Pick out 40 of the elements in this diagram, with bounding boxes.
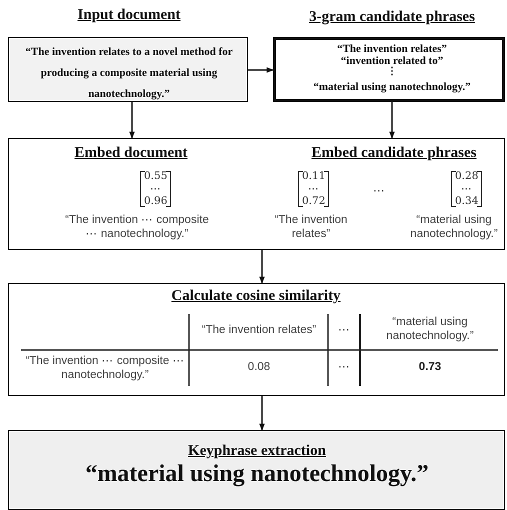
column-header: “material using nanotechnology.”	[385, 315, 475, 343]
keyphrase-result-panel	[8, 430, 505, 510]
ellipsis: ⋯	[461, 184, 472, 194]
vector-value: 0.72	[302, 196, 326, 207]
arrow	[129, 102, 135, 139]
candidate-phrase: “The invention relates”	[336, 43, 448, 56]
vector-value: 0.28	[455, 171, 478, 182]
ellipsis: ⋯	[337, 360, 351, 374]
section-heading: Input document	[76, 7, 182, 24]
phrase-caption: “The invention relates”	[274, 213, 348, 241]
column-header: “The invention relates”	[200, 323, 318, 337]
row-header: “The invention ⋯ composite ⋯ nanotechnology.”	[24, 354, 186, 382]
ellipsis: ⋯	[308, 184, 320, 194]
vector-value: 0.55	[144, 171, 168, 182]
candidate-phrase: “invention related to”	[340, 55, 444, 67]
embedding-panel	[8, 138, 505, 250]
arrow	[389, 102, 395, 139]
document-text: “The invention relates to a novel method for producing a composite material using nanotechnology.”	[24, 45, 234, 102]
ellipsis: ⋯	[337, 323, 351, 337]
vector-value: 0.96	[144, 196, 168, 207]
ellipsis: ⋯	[150, 184, 162, 194]
keyphrase-text: “material using nanotechnology.”	[84, 461, 430, 488]
vertical-ellipsis: ⋮	[386, 67, 398, 77]
arrow	[259, 396, 265, 431]
section-heading: Embed document	[74, 145, 188, 162]
candidate-phrase: “material using nanotechnology.”	[312, 81, 472, 94]
table-value: 0.73	[418, 360, 442, 374]
section-heading: 3-gram candidate phrases	[308, 9, 476, 26]
section-heading: Keyphrase extraction	[187, 443, 327, 460]
ellipsis: ⋯	[372, 184, 386, 198]
table-value: 0.08	[246, 360, 272, 374]
similarity-panel	[8, 283, 505, 396]
vector-value: 0.34	[455, 196, 478, 207]
arrow	[259, 250, 265, 284]
section-heading: Embed candidate phrases	[310, 145, 478, 162]
vector-value: 0.11	[302, 171, 326, 182]
document-caption: “The invention ⋯ composite ⋯ nanotechnology.”	[64, 213, 210, 241]
section-heading: Calculate cosine similarity	[170, 288, 342, 305]
arrow	[248, 67, 274, 73]
phrase-caption: “material using nanotechnology.”	[409, 213, 499, 241]
